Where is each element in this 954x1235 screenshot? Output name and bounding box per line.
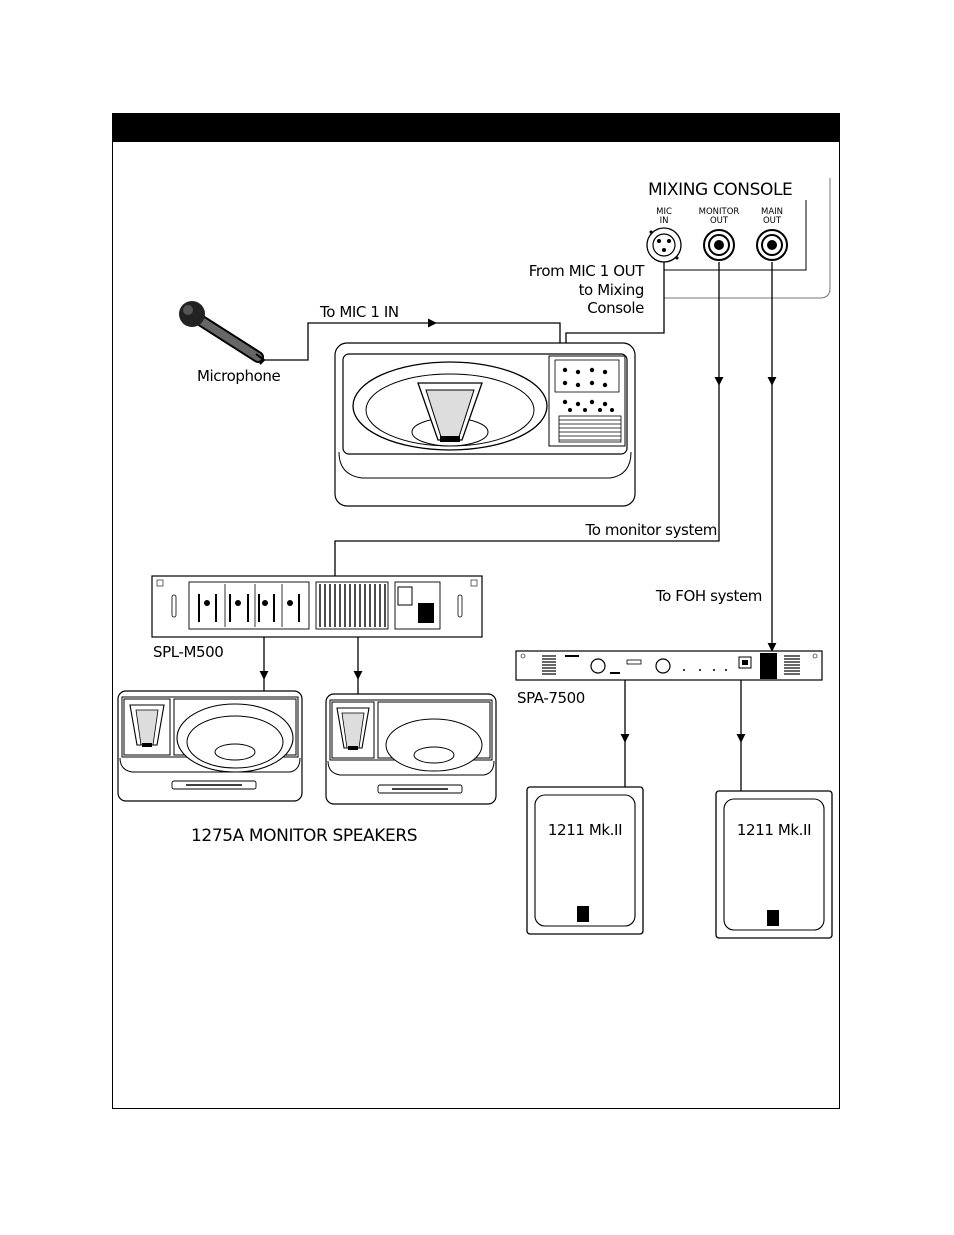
microphone-icon: [179, 301, 266, 365]
spa-7500-label: SPA-7500: [517, 689, 585, 707]
mixing-console: MIXING CONSOLE MIC IN MONITOR OUT MAIN O…: [646, 178, 831, 299]
cable-mic-to-mixer: [262, 318, 437, 361]
powered-mixer-icon: [334, 342, 636, 507]
foh-speaker-right-label: 1211 Mk.II: [737, 821, 811, 839]
monitor-out-jack-icon: [703, 229, 735, 261]
main-out-label-2: OUT: [763, 216, 782, 226]
mic-in-label-2: IN: [660, 216, 669, 226]
power-amplifier-icon: [151, 575, 483, 638]
monitor-out-label: MONITOR: [699, 207, 740, 217]
foh-speaker-left-label: 1211 Mk.II: [548, 821, 622, 839]
to-mic-in-label: To MIC 1 IN: [319, 303, 399, 321]
diagram-frame: [112, 113, 840, 1109]
xlr-jack-icon: [646, 227, 682, 263]
to-foh-label: To FOH system: [655, 587, 762, 605]
power-amplifier-icon: [515, 650, 823, 681]
monitor-speaker-icon: [117, 690, 303, 802]
foh-speaker-icon: [526, 786, 644, 935]
mixing-console-title: MIXING CONSOLE: [648, 180, 792, 200]
from-mic-label-2: to Mixing: [579, 281, 644, 299]
main-out-jack-icon: [756, 229, 788, 261]
title-bar: [113, 114, 839, 142]
mic-in-label: MIC: [656, 207, 672, 217]
to-monitor-label: To monitor system: [585, 521, 717, 539]
monitor-out-label-2: OUT: [710, 216, 729, 226]
cable-monitor-out-2: [334, 385, 720, 576]
spl-m500-label: SPL-M500: [153, 643, 223, 661]
main-out-label: MAIN: [761, 207, 783, 217]
monitor-speaker-icon: [325, 693, 497, 805]
foh-speaker-icon: [715, 790, 833, 939]
microphone-label: Microphone: [197, 367, 280, 385]
from-mic-label-1: From MIC 1 OUT: [529, 262, 645, 280]
from-mic-label-3: Console: [587, 299, 644, 317]
cables: [259, 262, 777, 791]
monitor-speakers-label: 1275A MONITOR SPEAKERS: [191, 826, 417, 846]
